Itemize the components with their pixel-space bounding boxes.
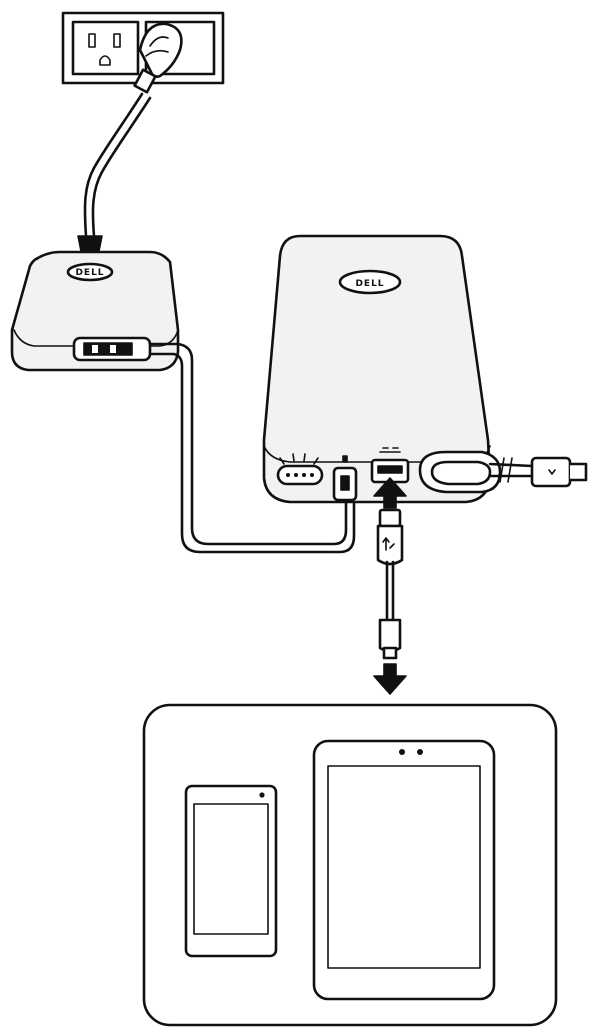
adapter-to-powerbank-cable: [148, 342, 356, 554]
phone-icon: [184, 784, 278, 958]
tablet-icon: [312, 739, 496, 1001]
laptop-charge-cable: [418, 450, 588, 494]
adapter-logo: DELL: [75, 268, 104, 278]
powerbank-logo: DELL: [355, 279, 384, 289]
battery-level-indicator: [276, 453, 324, 486]
usb-cable-icon: [376, 508, 404, 660]
arrow-down-icon: [373, 663, 407, 695]
plug-cord: [77, 22, 183, 257]
power-adapter-icon: DELL: [10, 250, 180, 372]
dc-input-port: [332, 455, 358, 502]
power-bank-icon: DELL: [262, 234, 588, 504]
arrow-up-icon: [373, 477, 407, 509]
